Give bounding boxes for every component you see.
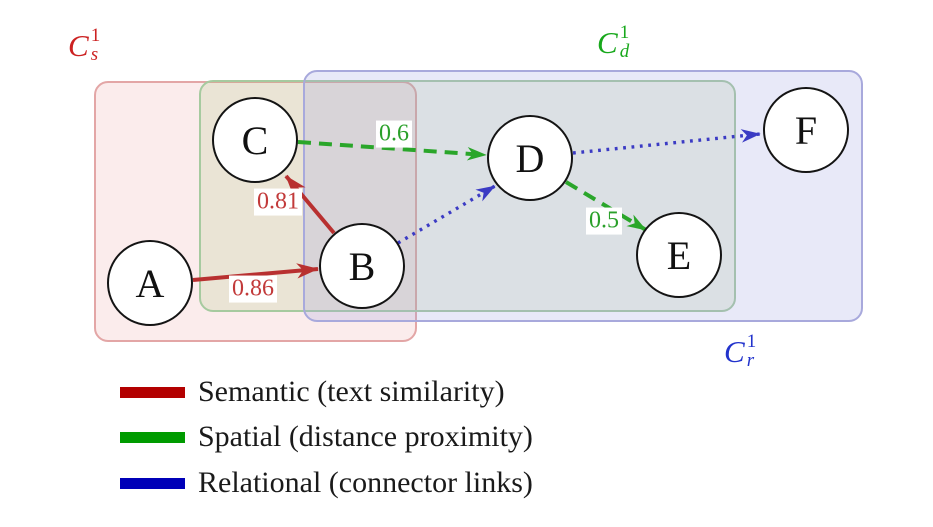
- region-relational-label-base: C: [724, 334, 745, 369]
- node-c: C: [212, 97, 298, 183]
- node-e: E: [636, 212, 722, 298]
- region-relational-label-sup: 1: [746, 331, 757, 352]
- node-a-label: A: [135, 260, 165, 306]
- node-e-label: E: [666, 232, 692, 278]
- region-spatial-label-sup: 1: [619, 22, 630, 43]
- edge-weight-c-d: 0.6: [376, 120, 412, 148]
- legend-item-semantic: Semantic (text similarity): [120, 375, 505, 408]
- legend-swatch-relational: [120, 477, 185, 489]
- region-semantic-label-sup: 1: [90, 25, 101, 46]
- region-spatial-label: C 1 d: [597, 23, 630, 62]
- legend-label-relational: Relational (connector links): [198, 466, 533, 499]
- node-b: B: [319, 223, 405, 309]
- region-semantic-label-base: C: [68, 28, 89, 63]
- region-semantic-label: C 1 s: [68, 26, 100, 65]
- node-c-label: C: [241, 117, 269, 163]
- edge-weight-a-b: 0.86: [229, 275, 277, 303]
- region-relational-label: C 1 r: [724, 332, 756, 371]
- edge-weight-d-e: 0.5: [586, 207, 622, 235]
- legend-item-spatial: Spatial (distance proximity): [120, 420, 533, 453]
- node-f-label: F: [794, 107, 818, 153]
- region-spatial-label-sub: d: [619, 41, 630, 62]
- legend-swatch-spatial: [120, 431, 185, 443]
- legend-label-spatial: Spatial (distance proximity): [198, 420, 533, 453]
- legend-label-semantic: Semantic (text similarity): [198, 375, 505, 408]
- node-b-label: B: [348, 243, 376, 289]
- node-d-label: D: [515, 135, 545, 181]
- legend-item-relational: Relational (connector links): [120, 466, 533, 499]
- node-d: D: [487, 115, 573, 201]
- node-a: A: [107, 240, 193, 326]
- region-relational-label-sub: r: [746, 350, 755, 371]
- legend-swatch-semantic: [120, 386, 185, 398]
- region-semantic-label-sub: s: [90, 44, 99, 65]
- region-spatial-label-base: C: [597, 25, 618, 60]
- node-f: F: [763, 87, 849, 173]
- edge-weight-b-c: 0.81: [254, 188, 302, 216]
